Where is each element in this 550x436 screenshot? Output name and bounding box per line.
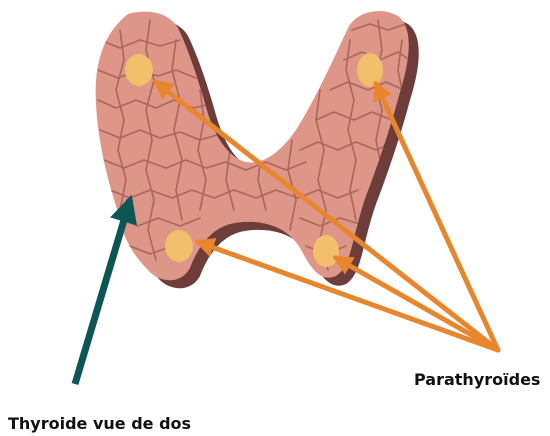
parathyroid-gland-upper-right: [357, 53, 383, 87]
parathyroid-gland-upper-left: [125, 54, 153, 86]
arrow-to-lower-right-parathyroid: [336, 258, 498, 350]
arrow-to-thyroid: [75, 200, 130, 384]
thyroid-label: Thyroide vue de dos: [8, 416, 191, 432]
parathyroid-label: Parathyroïdes: [414, 372, 540, 388]
parathyroid-gland-lower-right: [313, 235, 339, 267]
parathyroid-gland-lower-left: [165, 230, 193, 262]
